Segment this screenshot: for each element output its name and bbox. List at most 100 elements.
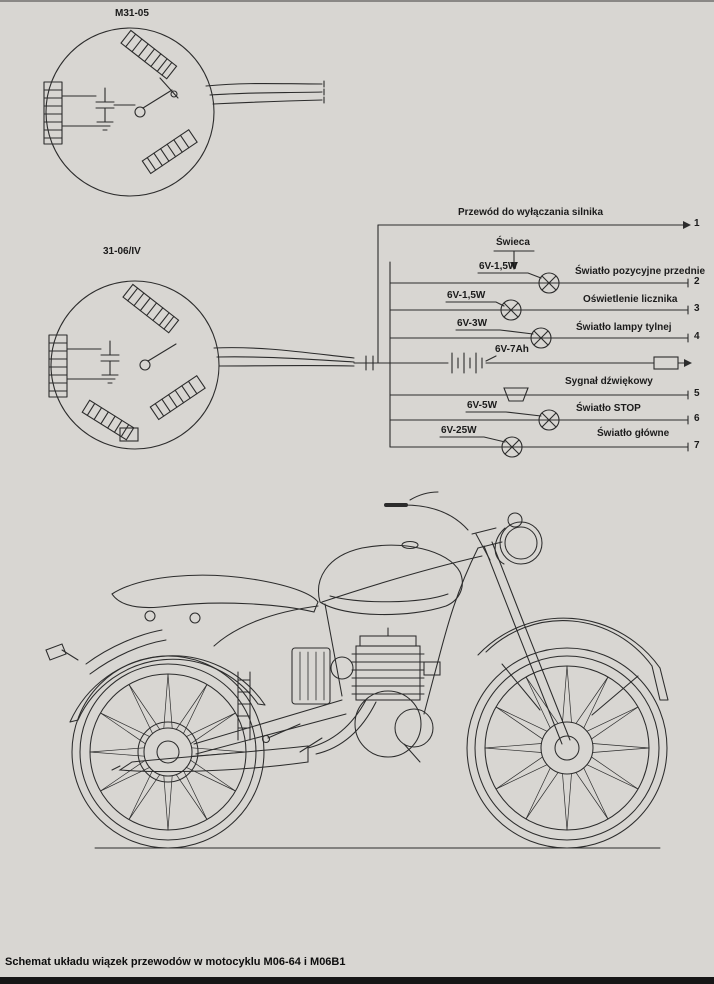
battery-symbol <box>451 352 483 374</box>
row3-desc: Oświetlenie licznika <box>583 294 678 305</box>
spark-plug-label: Świeca <box>496 237 530 248</box>
engine-cutoff-label: Przewód do wyłączania silnika <box>458 207 604 218</box>
row5-desc: Sygnał dźwiękowy <box>565 376 653 387</box>
contact-breaker <box>134 77 179 118</box>
connector-junction <box>353 355 391 371</box>
arrow-terminal <box>684 359 692 367</box>
winding-hatched-top <box>120 29 178 80</box>
circuit-row-1 <box>377 221 691 229</box>
seat <box>111 574 319 624</box>
cylinder-head <box>359 635 417 647</box>
circuit-row-4 <box>389 327 689 349</box>
air-filter <box>330 656 354 680</box>
wiring-schematic <box>353 221 692 458</box>
internal-wires <box>61 95 136 127</box>
arrow-terminal <box>683 221 691 229</box>
winding-hatched-lower-left <box>81 399 135 441</box>
row2-rating: 6V-1,5W <box>479 261 518 272</box>
row3-rating: 6V-1,5W <box>447 290 486 301</box>
fuel-cap <box>401 540 419 550</box>
front-wheel <box>466 647 668 849</box>
harness-top <box>205 80 325 105</box>
magneto-bottom-diagram <box>48 280 220 450</box>
battery-label: 6V-7Ah <box>495 344 529 355</box>
tail-light <box>45 643 79 661</box>
circuit-row-7 <box>389 436 689 458</box>
brake-pedal <box>267 723 301 739</box>
horn-symbol <box>503 387 529 402</box>
circuit-row-3 <box>389 299 689 321</box>
frame <box>213 533 491 715</box>
swingarm <box>193 699 347 755</box>
speedometer <box>507 512 523 528</box>
wire-number-7: 7 <box>694 440 700 451</box>
luggage-rack <box>85 629 167 675</box>
fuel-tank <box>318 540 463 616</box>
magneto-bottom-label: 31-06/IV <box>103 246 141 257</box>
wire-number-1: 1 <box>694 218 700 229</box>
label-leader <box>465 411 542 417</box>
winding-hatched-top <box>122 283 180 334</box>
spokes-cross <box>89 673 247 831</box>
capacitor-symbol <box>100 340 120 384</box>
label-leader <box>455 329 534 335</box>
motorcycle-drawing <box>45 491 669 849</box>
terminal-block <box>119 427 139 442</box>
magneto-top-label: M31-05 <box>115 8 149 19</box>
label-leader <box>445 301 505 307</box>
handlebar <box>384 491 469 531</box>
spokes <box>484 665 650 831</box>
wire-number-4: 4 <box>694 331 700 342</box>
spark-plug-pointer <box>493 250 535 270</box>
headlight <box>494 512 543 565</box>
winding-hatched-bottom <box>141 128 198 175</box>
label-leader <box>485 355 497 362</box>
rear-fender <box>69 655 266 723</box>
row7-rating: 6V-25W <box>441 425 477 436</box>
clutch-cover <box>394 708 434 748</box>
rear-wheel <box>71 655 265 849</box>
fender-stays <box>501 663 639 716</box>
carburetor <box>423 661 441 676</box>
circuit-row-5 <box>389 387 689 402</box>
figure-caption: Schemat układu wiązek przewodów w motocy… <box>5 956 346 968</box>
label-leader <box>477 272 542 279</box>
contact-breaker <box>139 343 177 371</box>
scan-edge-top <box>0 0 714 2</box>
brake-lever <box>409 491 439 501</box>
muffler <box>118 745 309 773</box>
coil-symbol <box>48 334 68 398</box>
winding-hatched-right <box>149 374 206 421</box>
row6-desc: Światło STOP <box>576 403 641 414</box>
battery-row <box>389 352 692 374</box>
kickstarter <box>403 743 421 763</box>
label-leader <box>439 436 506 443</box>
circuit-row-6 <box>389 409 689 431</box>
circuit-row-2 <box>389 272 689 294</box>
battery-box <box>291 647 331 705</box>
magneto-top-diagram <box>43 27 215 197</box>
fuse-symbol <box>653 356 679 370</box>
front-fender <box>477 617 669 716</box>
arrow-down-icon <box>510 262 518 270</box>
capacitor-symbol <box>95 87 115 131</box>
row7-desc: Światło główne <box>597 428 670 439</box>
wire-number-2: 2 <box>694 276 700 287</box>
harness-bottom <box>213 347 355 367</box>
row4-rating: 6V-3W <box>457 318 488 329</box>
row2-desc: Światło pozycyjne przednie <box>575 266 706 277</box>
front-fork <box>471 527 571 745</box>
scan-edge-bottom <box>0 977 714 984</box>
internal-wires <box>66 348 106 380</box>
crankcase <box>354 690 422 758</box>
rear-suspension <box>237 671 251 741</box>
engine <box>261 627 441 763</box>
wire-number-6: 6 <box>694 413 700 424</box>
row6-rating: 6V-5W <box>467 400 498 411</box>
magneto-housing <box>45 27 215 197</box>
coil-symbol <box>43 81 63 145</box>
row4-desc: Światło lampy tylnej <box>576 322 672 333</box>
magneto-housing <box>50 280 220 450</box>
